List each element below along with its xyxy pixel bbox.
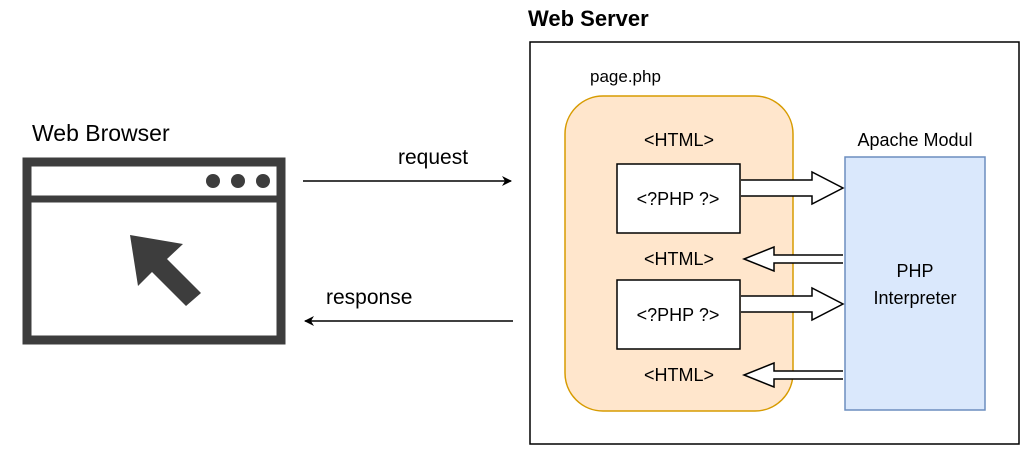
php-interpreter-box [844,156,986,411]
interpreter-to-html-arrow-1 [741,245,843,273]
page-php-label: page.php [590,67,661,86]
php-interpreter-label-line2: Interpreter [873,288,956,308]
php-to-interpreter-arrow-2 [741,286,845,322]
browser-window-icon [22,157,286,345]
html-tag-2: <HTML> [644,249,714,269]
web-server-title: Web Server [528,6,649,31]
response-label: response [326,286,412,309]
html-tag-3: <HTML> [644,365,714,385]
php-block-1-label: <?PHP ?> [637,189,720,209]
apache-module-label: Apache Modul [857,130,972,150]
php-to-interpreter-arrow-1 [741,170,845,206]
cursor-icon [130,235,201,306]
php-interpreter-label-line1: PHP [896,261,933,281]
php-block-2-label: <?PHP ?> [637,305,720,325]
php-block-2 [616,279,741,350]
php-block-1 [616,163,741,234]
request-label: request [398,146,468,169]
web-browser-label: Web Browser [32,120,170,146]
html-tag-1: <HTML> [644,130,714,150]
interpreter-to-html-arrow-2 [741,361,843,389]
